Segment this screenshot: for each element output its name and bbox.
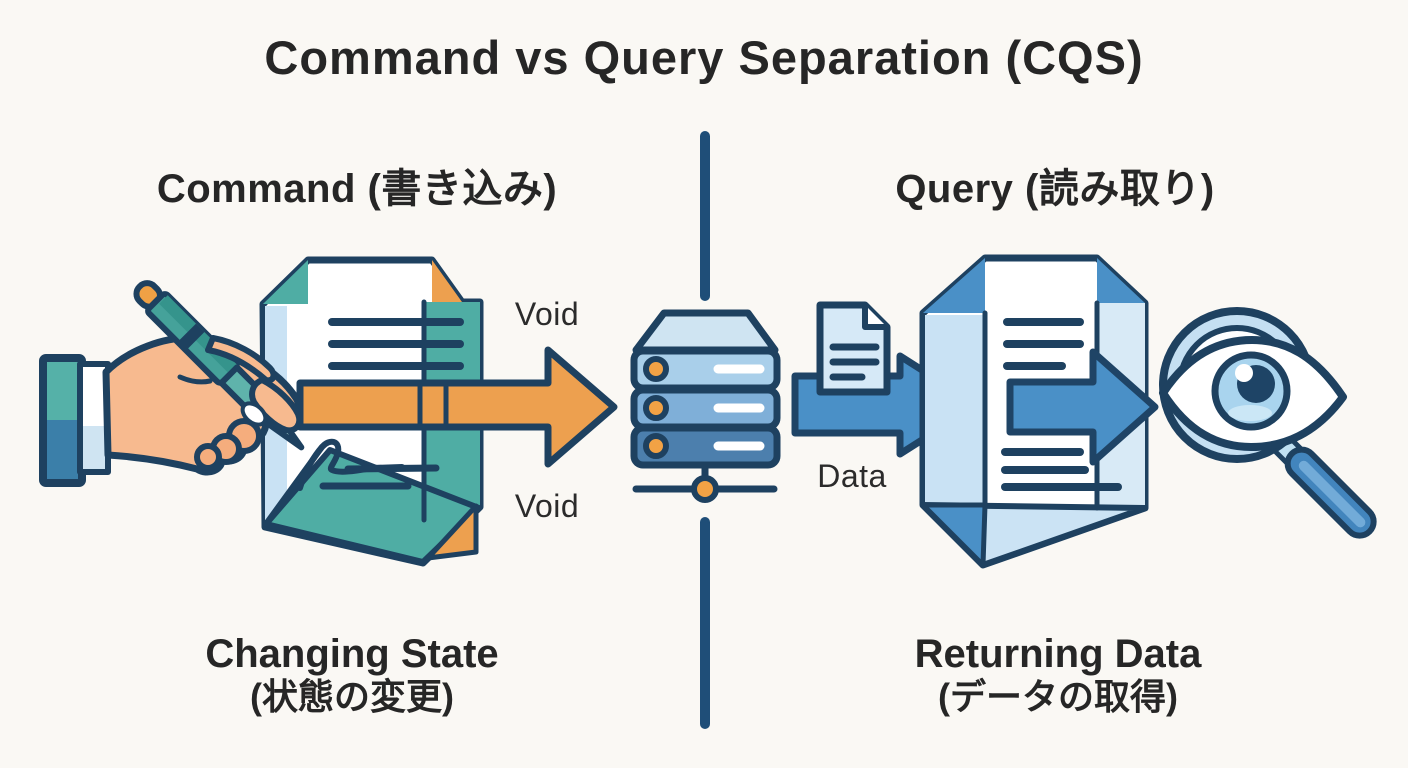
query-arrow-icon [1006, 348, 1159, 466]
void-label-top: Void [514, 296, 580, 332]
command-heading: Command (書き込み) [156, 167, 558, 211]
network-node-icon [691, 475, 719, 503]
command-caption: Changing State (状態の変更) [205, 632, 498, 717]
sleeve [39, 354, 111, 487]
led-light [643, 395, 669, 421]
pupil-glint [1235, 364, 1253, 382]
command-arrow-icon [296, 346, 618, 468]
index-finger [249, 377, 303, 434]
query-heading: Query (読み取り) [895, 167, 1215, 211]
page-title: Command vs Query Separation (CQS) [264, 31, 1144, 84]
data-label: Data [817, 458, 887, 494]
query-caption-ja: (データの取得) [938, 676, 1178, 717]
thumb-crease [177, 374, 213, 385]
command-caption-en: Changing State [205, 632, 499, 676]
query-caption: Returning Data (データの取得) [915, 632, 1202, 717]
command-caption-ja: (状態の変更) [250, 676, 454, 717]
file-icon [816, 301, 891, 396]
query-caption-en: Returning Data [914, 632, 1202, 676]
led-light [643, 433, 669, 459]
thumb [205, 335, 277, 384]
void-label-bottom: Void [514, 488, 580, 524]
iris-highlight [1228, 405, 1272, 421]
led-light [643, 356, 669, 382]
fingernail [240, 401, 268, 427]
writing-hand-icon [39, 280, 305, 487]
finger [194, 443, 222, 471]
magnifier-eye-icon [1159, 307, 1377, 539]
database-server-icon [630, 309, 781, 503]
